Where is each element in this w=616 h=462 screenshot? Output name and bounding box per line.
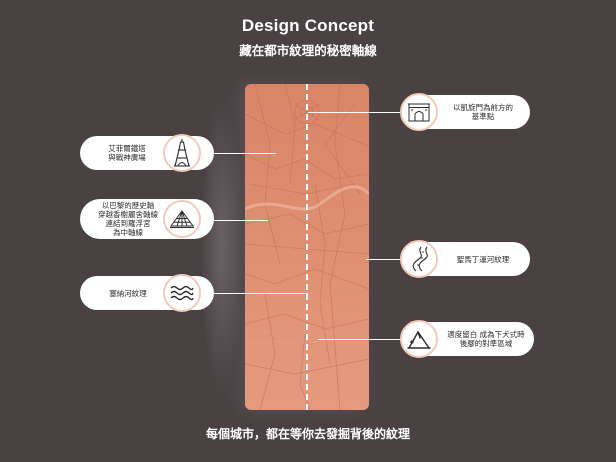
icon-badge bbox=[400, 93, 438, 131]
canal-path-icon bbox=[412, 246, 428, 272]
connector-line bbox=[214, 293, 308, 294]
connector-line bbox=[366, 259, 402, 260]
central-axis-line bbox=[306, 84, 308, 410]
icon-badge bbox=[163, 274, 201, 312]
callout-text: 以巴黎的歷史軸 穿越香榭麗舍軸線 連結到羅浮宮 為中軸線 bbox=[98, 201, 158, 237]
callout-text: 以凱旋門為前方的 基準點 bbox=[453, 103, 513, 121]
downward-dog-pose-icon bbox=[407, 330, 431, 349]
footer-caption: 每個城市，都在等你去發掘背後的紋理 bbox=[205, 427, 410, 441]
callout-text: 艾菲爾鐵塔 與戰神廣場 bbox=[108, 144, 146, 162]
icon-badge bbox=[163, 200, 201, 238]
callout-text: 適度留白 成為下犬式時 後腳的對準區域 bbox=[447, 330, 525, 348]
callout-text: 聖馬丁運河紋理 bbox=[456, 254, 510, 264]
icon-badge bbox=[400, 320, 438, 358]
connector-line bbox=[214, 153, 276, 154]
river-waves-icon bbox=[170, 285, 194, 301]
page-title: Design Concept bbox=[241, 16, 375, 35]
connector-line bbox=[318, 339, 402, 340]
connector-line bbox=[308, 112, 400, 113]
icon-badge bbox=[163, 134, 201, 172]
louvre-pyramid-icon bbox=[170, 210, 194, 228]
icon-badge bbox=[400, 240, 438, 278]
eiffel-tower-icon bbox=[174, 139, 190, 167]
arc-de-triomphe-icon bbox=[408, 103, 430, 122]
callout-text: 塞納河紋理 bbox=[109, 288, 147, 298]
connector-line bbox=[214, 220, 268, 221]
page-subtitle: 藏在都市紋理的秘密軸線 bbox=[239, 43, 377, 58]
